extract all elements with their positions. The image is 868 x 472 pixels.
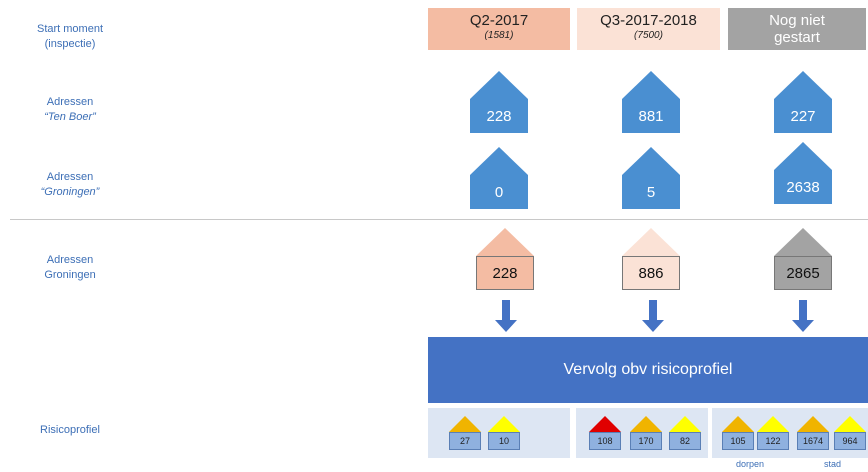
label-tenboer-line1: Adressen — [46, 96, 94, 108]
risk-house-roof — [449, 416, 481, 432]
label-total-line1: Adressen — [46, 254, 94, 266]
risk-house: 170 — [630, 416, 662, 450]
risk-house-roof — [488, 416, 520, 432]
risk-house-roof — [589, 416, 621, 432]
value-tenboer-q3: 881 — [622, 99, 680, 133]
risk-house-roof — [797, 416, 829, 432]
house-total-q3: 886 — [622, 228, 680, 290]
house-tenboer-nog: 227 — [774, 71, 832, 133]
risk-house-value: 108 — [589, 432, 621, 450]
risk-house: 27 — [449, 416, 481, 450]
house-total-nog: 2865 — [774, 228, 832, 290]
label-total-line2: Groningen — [44, 269, 96, 281]
header-nog-niet-title: Nog niet — [769, 12, 825, 29]
label-start: Start moment (inspectie) — [0, 22, 140, 52]
value-groningen-nog: 2638 — [774, 170, 832, 204]
arrow-down-q3 — [642, 300, 664, 332]
risk-house-value: 170 — [630, 432, 662, 450]
value-total-q2: 228 — [476, 256, 534, 290]
header-q3-title: Q3-2017-2018 — [600, 12, 697, 29]
risk-house: 964 — [834, 416, 866, 450]
label-total: Adressen Groningen — [0, 253, 140, 283]
label-groningen-line2: “Groningen” — [40, 186, 100, 198]
risk-house-value: 10 — [488, 432, 520, 450]
header-nog-niet-title2: gestart — [774, 29, 820, 46]
house-tenboer-q3: 881 — [622, 71, 680, 133]
house-groningen-q3: 5 — [622, 147, 680, 209]
label-start-line1: Start moment — [36, 23, 104, 35]
label-start-line2: (inspectie) — [44, 38, 96, 50]
value-groningen-q3: 5 — [622, 175, 680, 209]
risk-house: 1674 — [797, 416, 829, 450]
header-q2-2017: Q2-2017 (1581) — [428, 8, 570, 50]
label-dorpen: dorpen — [736, 459, 765, 469]
arrow-down-q2 — [495, 300, 517, 332]
label-tenboer-line2: “Ten Boer” — [44, 111, 96, 123]
vervolg-banner-text: Vervolg obv risicoprofiel — [563, 361, 733, 378]
risk-house-roof — [834, 416, 866, 432]
risk-house: 122 — [757, 416, 789, 450]
risk-house-value: 82 — [669, 432, 701, 450]
risk-house-roof — [630, 416, 662, 432]
risk-house: 108 — [589, 416, 621, 450]
header-q2-2017-sub: (1581) — [484, 30, 514, 41]
header-nog-niet: Nog niet gestart — [728, 8, 866, 50]
risk-house-value: 964 — [834, 432, 866, 450]
value-groningen-q2: 0 — [470, 175, 528, 209]
risk-house: 10 — [488, 416, 520, 450]
label-risico-line1: Risicoprofiel — [40, 424, 100, 436]
value-total-q3: 886 — [622, 256, 680, 290]
divider — [10, 219, 868, 220]
header-q3-2017-2018: Q3-2017-2018 (7500) — [577, 8, 720, 50]
risk-house-value: 105 — [722, 432, 754, 450]
vervolg-banner: Vervolg obv risicoprofiel — [428, 337, 868, 403]
value-tenboer-nog: 227 — [774, 99, 832, 133]
house-total-q2: 228 — [476, 228, 534, 290]
house-groningen-nog: 2638 — [774, 142, 832, 204]
arrow-down-nog — [792, 300, 814, 332]
value-total-nog: 2865 — [774, 256, 832, 290]
risk-house: 82 — [669, 416, 701, 450]
house-tenboer-q2: 228 — [470, 71, 528, 133]
value-tenboer-q2: 228 — [470, 99, 528, 133]
house-groningen-q2: 0 — [470, 147, 528, 209]
header-q2-2017-title: Q2-2017 — [469, 12, 529, 29]
risk-house-roof — [669, 416, 701, 432]
label-risico: Risicoprofiel — [0, 423, 140, 438]
header-q3-sub: (7500) — [634, 30, 663, 41]
label-groningen-line1: Adressen — [46, 171, 94, 183]
risk-house-roof — [722, 416, 754, 432]
risk-house-value: 27 — [449, 432, 481, 450]
risk-house-value: 122 — [757, 432, 789, 450]
risk-house-value: 1674 — [797, 432, 829, 450]
label-stad: stad — [824, 459, 842, 469]
risk-house-roof — [757, 416, 789, 432]
label-groningen: Adressen “Groningen” — [0, 170, 140, 200]
risk-house: 105 — [722, 416, 754, 450]
label-tenboer: Adressen “Ten Boer” — [0, 95, 140, 125]
